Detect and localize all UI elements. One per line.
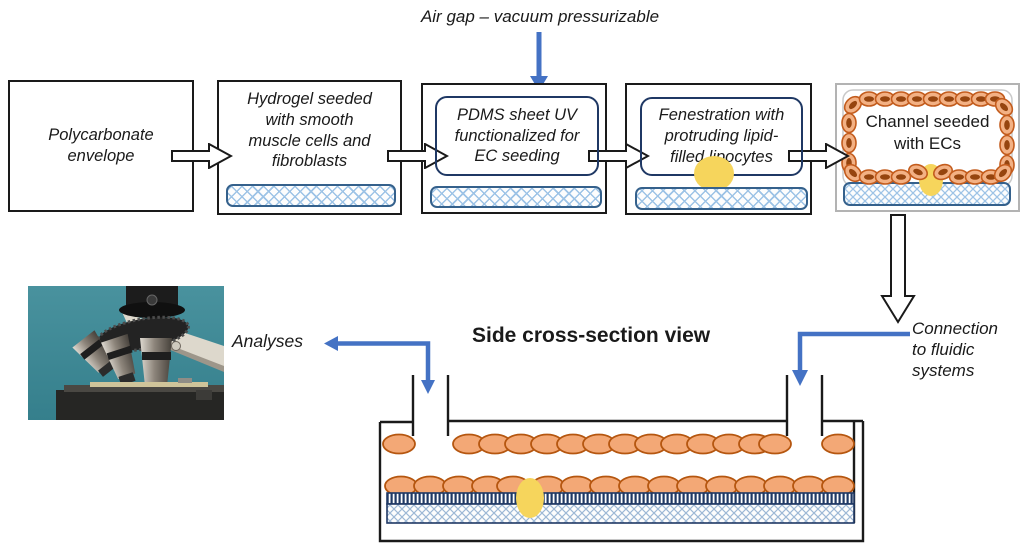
flow-arrow-icon (171, 143, 233, 169)
step-box-label: Fenestration with protruding lipid- fill… (658, 106, 785, 166)
step-box-polycarbonate: Polycarbonate envelope (8, 80, 194, 212)
cross-section-device (378, 375, 865, 543)
flow-arrow-icon (588, 143, 650, 169)
fluidic-port (785, 375, 824, 436)
lipocyte-lipid-droplet (694, 156, 734, 191)
step-box-label: Channel seeded with ECs (865, 112, 990, 154)
analyses-arrow-icon (324, 336, 435, 394)
step-box-hydrogel: Hydrogel seeded with smooth muscle cells… (217, 80, 402, 215)
top-ec-row (382, 433, 855, 455)
step-box-pdms: PDMS sheet UV functionalized for EC seed… (421, 83, 607, 214)
step-box-label: PDMS sheet UV functionalized for EC seed… (454, 105, 580, 166)
ec-channel-graphic (840, 89, 1017, 206)
hydrogel-scaffold-bar (226, 184, 396, 207)
fluidic-port (411, 375, 450, 436)
cross-section-title: Side cross-section view (472, 324, 711, 347)
pdms-sheet-outline: PDMS sheet UV functionalized for EC seed… (435, 96, 599, 176)
pdms-sheet-outline: Fenestration with protruding lipid- fill… (640, 97, 803, 176)
lipocyte-lipid-droplet (516, 478, 544, 518)
fluidic-arrow-icon (792, 331, 910, 386)
step-box-label: Polycarbonate envelope (48, 126, 154, 165)
microscope-photo (28, 286, 224, 420)
hydrogel-scaffold-bar (430, 186, 602, 208)
flow-arrow-icon (788, 143, 850, 169)
hydrogel-layer (386, 503, 855, 524)
step-box-label: Hydrogel seeded with smooth muscle cells… (247, 90, 372, 171)
step-box-channel-ecs: Channel seeded with ECs (835, 83, 1020, 212)
hydrogel-scaffold-bar (635, 187, 808, 210)
porous-membrane (386, 492, 855, 505)
transfer-arrow-icon (880, 214, 916, 324)
air-gap-label: Air gap – vacuum pressurizable (420, 7, 660, 26)
connection-label: Connection to fluidic systems (912, 319, 999, 380)
analyses-label: Analyses (232, 331, 304, 351)
step-box-fenestration: Fenestration with protruding lipid- fill… (625, 83, 812, 215)
